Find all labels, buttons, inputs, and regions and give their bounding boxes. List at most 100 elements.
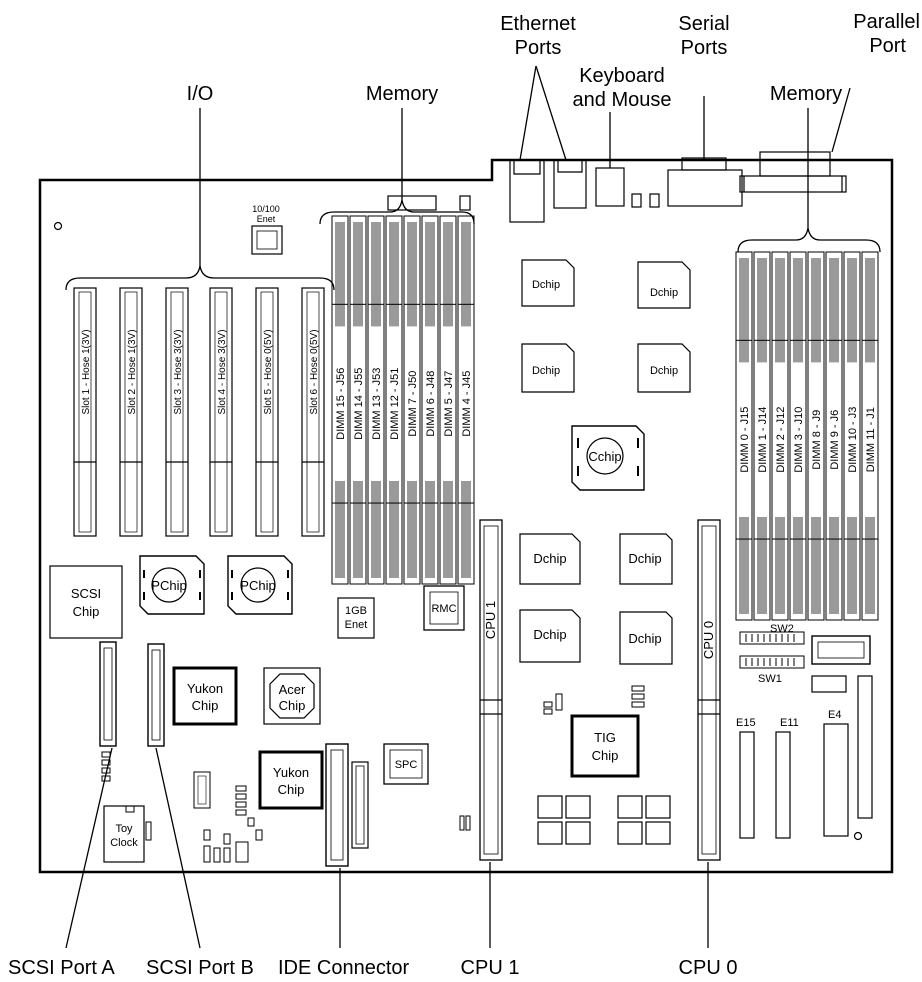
- dchip-1: Dchip: [532, 279, 560, 291]
- cpu1-callout: CPU 1: [461, 957, 520, 979]
- pchip-2-label: PChip: [240, 578, 275, 593]
- scsi-chip-label-l1: SCSI: [71, 586, 101, 601]
- pchip-1-label: PChip: [151, 578, 186, 593]
- mounting-hole-tl: [53, 221, 63, 231]
- serial-ports-callout-l2: Ports: [681, 37, 728, 59]
- dchip-lower-group: Dchip Dchip Dchip Dchip: [519, 533, 673, 665]
- dimm-right-2-label: DIMM 1 - J14: [757, 407, 769, 473]
- acer-chip-label-l2: Chip: [279, 698, 306, 713]
- keyboard-mouse-connector: [595, 167, 625, 207]
- toy-clock-label-l2: Clock: [110, 837, 138, 849]
- e4-label: E4: [828, 709, 841, 721]
- cpu1-slot-label: CPU 1: [483, 601, 498, 639]
- mounting-hole-br: [853, 831, 863, 841]
- enet-1gb-chip: [337, 597, 375, 639]
- dimm-left-6: DIMM 6 - J48: [421, 215, 439, 585]
- parallel-port-callout-l1: Parallel: [853, 11, 920, 33]
- pci-slot-6: Slot 6 - Hose 0(5V): [301, 287, 325, 537]
- spc-label: SPC: [395, 759, 418, 771]
- scsi-port-b-connector: [147, 643, 165, 747]
- dchip-2: Dchip: [650, 287, 678, 299]
- pci-slot-5-label: Slot 5 - Hose 0(5V): [263, 329, 274, 414]
- dchip-7: Dchip: [533, 627, 566, 642]
- rmc-chip: RMC: [423, 585, 465, 631]
- scsi-port-a-connector: [99, 641, 117, 747]
- dimm-left-7-label: DIMM 5 - J47: [443, 371, 455, 437]
- pci-slot-4: Slot 4 - Hose 3(3V): [209, 287, 233, 537]
- memory-left-bracket: [319, 199, 475, 225]
- e4-header: [823, 723, 849, 837]
- enet-100-label-l2: Enet: [257, 214, 276, 224]
- dimm-left-1: DIMM 15 - J56: [331, 215, 349, 585]
- dchip-3: Dchip: [532, 365, 560, 377]
- yukon-chip-2: [258, 750, 324, 810]
- edge-connector-right: [857, 675, 873, 819]
- pci-slot-2-label: Slot 2 - Hose 1(3V): [127, 329, 138, 414]
- io-callout: I/O: [187, 83, 214, 105]
- dchip-upper-group: Dchip Dchip Dchip Dchip: [521, 259, 691, 393]
- dchip-5: Dchip: [533, 551, 566, 566]
- enet-100-label-l1: 10/100: [252, 204, 280, 214]
- dimm-right-6: DIMM 9 - J6: [825, 251, 843, 621]
- cpu0-callout: CPU 0: [679, 957, 738, 979]
- enet-1gb-label-l2: Enet: [345, 619, 368, 631]
- e15-header: [739, 731, 755, 839]
- dimm-right-3: DIMM 2 - J12: [771, 251, 789, 621]
- spc-chip: SPC: [383, 743, 429, 785]
- dimm-left-5: DIMM 7 - J50: [403, 215, 421, 585]
- dimm-right-7-label: DIMM 10 - J3: [847, 407, 859, 473]
- power-connector-1: [811, 635, 871, 665]
- pci-slot-6-label: Slot 6 - Hose 0(5V): [309, 329, 320, 414]
- yukon-chip-1: [172, 666, 238, 726]
- dimm-bank-right: DIMM 0 - J15 DIMM 1 - J14 DIMM 2 - J12 DIMM…: [735, 251, 879, 621]
- yukon-chip-1-label-l2: Chip: [192, 698, 219, 713]
- e15-label: E15: [736, 717, 756, 729]
- pci-slot-3: Slot 3 - Hose 3(3V): [165, 287, 189, 537]
- tig-chip-label-l2: Chip: [592, 748, 619, 763]
- serial-ports-callout-l1: Serial: [678, 13, 729, 35]
- cchip: Cchip: [571, 425, 645, 491]
- dimm-left-1-label: DIMM 15 - J56: [335, 368, 347, 440]
- dimm-right-3-label: DIMM 2 - J12: [775, 407, 787, 473]
- acer-chip-label-l1: Acer: [279, 682, 306, 697]
- dchip-6: Dchip: [628, 551, 661, 566]
- rmc-label: RMC: [431, 603, 456, 615]
- serial-ports-connector: [667, 157, 743, 207]
- dimm-right-4-label: DIMM 3 - J10: [793, 407, 805, 473]
- small-connector-b: [649, 193, 660, 208]
- parallel-port-callout-l2: Port: [869, 35, 906, 57]
- dimm-right-8-label: DIMM 11 - J1: [865, 407, 877, 472]
- power-connector-2: [811, 675, 847, 693]
- scsi-port-a-callout: SCSI Port A: [8, 957, 115, 979]
- dimm-left-3-label: DIMM 13 - J53: [371, 368, 383, 440]
- dimm-right-1: DIMM 0 - J15: [735, 251, 753, 621]
- pci-slot-4-label: Slot 4 - Hose 3(3V): [217, 329, 228, 414]
- dimm-right-5-label: DIMM 8 - J9: [811, 410, 823, 470]
- pci-slot-1: Slot 1 - Hose 1(3V): [73, 287, 97, 537]
- dimm-right-7: DIMM 10 - J3: [843, 251, 861, 621]
- dimm-left-4: DIMM 12 - J51: [385, 215, 403, 585]
- acer-chip: Acer Chip: [263, 667, 321, 725]
- dimm-left-3: DIMM 13 - J53: [367, 215, 385, 585]
- yukon-chip-2-label-l2: Chip: [278, 782, 305, 797]
- cpu0-slot: CPU 0: [697, 519, 721, 861]
- floppy-connector: [351, 761, 369, 849]
- io-bracket: [65, 265, 335, 291]
- dchip-8: Dchip: [628, 631, 661, 646]
- dimm-left-6-label: DIMM 6 - J48: [425, 371, 437, 437]
- dimm-left-2: DIMM 14 - J55: [349, 215, 367, 585]
- dimm-left-8-label: DIMM 4 - J45: [461, 371, 473, 437]
- ethernet-ports-callout-l2: Ports: [515, 37, 562, 59]
- pci-slots: Slot 1 - Hose 1(3V) Slot 2 - Hose 1(3V) Sl…: [73, 287, 325, 537]
- dimm-right-8: DIMM 11 - J1: [861, 251, 879, 621]
- pci-slot-1-label: Slot 1 - Hose 1(3V): [81, 329, 92, 414]
- memory-right-callout: Memory: [770, 83, 842, 105]
- dimm-left-8: DIMM 4 - J45: [457, 215, 475, 585]
- dimm-right-1-label: DIMM 0 - J15: [739, 407, 751, 473]
- sw2-label: SW2: [770, 623, 794, 635]
- ide-connector-callout: IDE Connector: [278, 957, 410, 979]
- yukon-chip-2-label-l1: Yukon: [273, 765, 309, 780]
- tig-chip: [570, 714, 640, 778]
- tig-chip-label-l1: TIG: [594, 730, 616, 745]
